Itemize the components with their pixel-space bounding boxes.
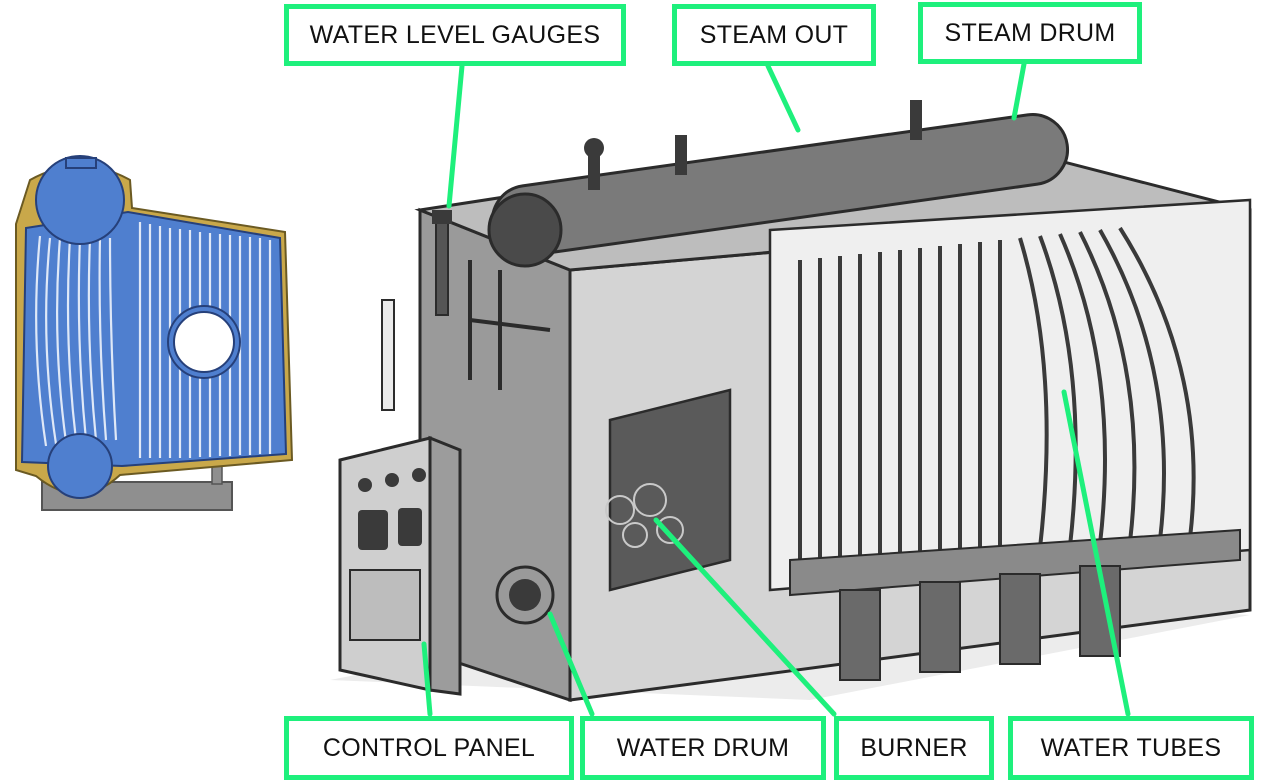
leader-steam-out [768,66,798,130]
leader-water-tubes [1064,392,1128,714]
label-control-panel: CONTROL PANEL [284,716,574,780]
label-burner: BURNER [834,716,994,780]
label-steam-drum: STEAM DRUM [918,2,1142,64]
leader-water-drum [550,614,592,714]
leader-burner [656,520,834,714]
label-water-level-gauges: WATER LEVEL GAUGES [284,4,626,66]
label-water-tubes: WATER TUBES [1008,716,1254,780]
leader-water-level-gauges [449,66,462,206]
leader-control-panel [424,644,430,714]
label-steam-out: STEAM OUT [672,4,876,66]
label-water-drum: WATER DRUM [580,716,826,780]
leader-steam-drum [1014,64,1024,118]
